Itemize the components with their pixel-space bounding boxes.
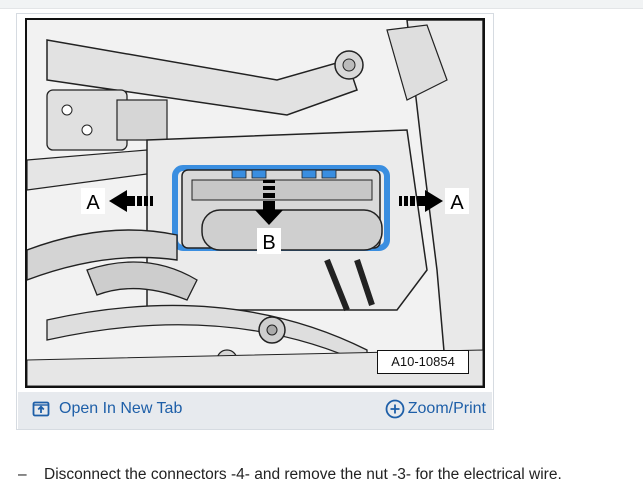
- callout-a-right: A: [450, 192, 464, 214]
- zoom-plus-icon: [385, 399, 405, 419]
- arrow-right-callout: A: [399, 188, 469, 214]
- zoom-print-label: Zoom/Print: [407, 400, 486, 417]
- arrow-left-callout: A: [81, 188, 153, 214]
- open-new-tab-icon: [32, 401, 50, 417]
- open-in-new-tab-link[interactable]: Open In New Tab: [32, 400, 182, 418]
- top-toolbar: [0, 0, 643, 9]
- instruction-step: –Disconnect the connectors -4- and remov…: [18, 466, 562, 484]
- instruction-text: Disconnect the connectors -4- and remove…: [44, 466, 562, 483]
- technical-diagram: A A B A10-10854: [25, 18, 485, 388]
- arrow-down-callout: B: [255, 180, 283, 254]
- callout-b: B: [262, 232, 275, 254]
- figure-card: A A B A10-10854: [16, 13, 494, 430]
- zoom-print-link[interactable]: Zoom/Print: [385, 399, 486, 419]
- figure-action-bar: Open In New Tab Zoom/Print: [18, 392, 492, 429]
- callout-a-left: A: [86, 192, 100, 214]
- instruction-bullet: –: [18, 466, 27, 483]
- image-reference-label: A10-10854: [377, 350, 469, 374]
- engine-bay-illustration: A A B: [27, 20, 483, 386]
- open-in-new-tab-label: Open In New Tab: [59, 400, 183, 417]
